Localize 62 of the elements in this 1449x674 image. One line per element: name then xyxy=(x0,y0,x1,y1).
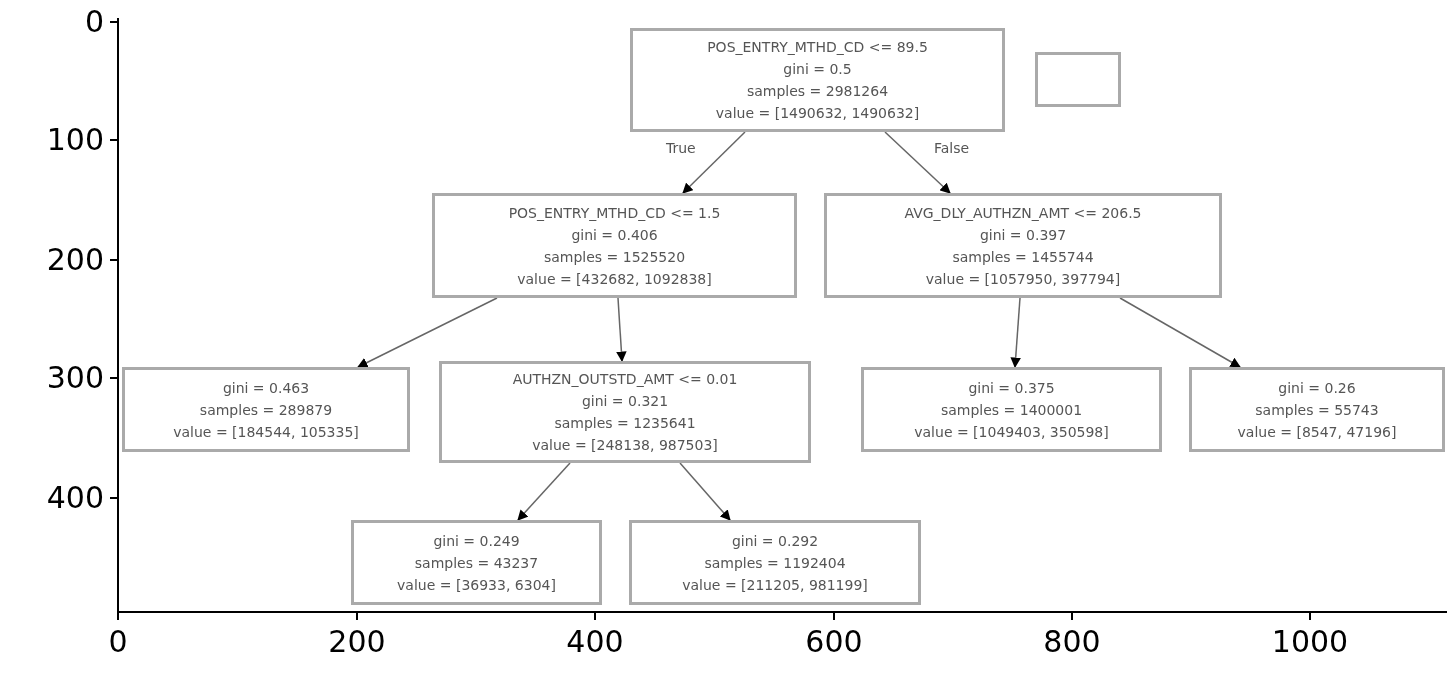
node-text: POS_ENTRY_MTHD_CD <= 89.5 xyxy=(707,38,928,57)
tree-node-box xyxy=(824,193,1222,298)
node-text: samples = 43237 xyxy=(414,553,539,573)
node-text: value = [36933, 6304] xyxy=(397,575,556,595)
node-text: samples = 2981264 xyxy=(746,82,889,101)
node-text: samples = 55743 xyxy=(1255,400,1379,420)
node-text: gini = 0.397 xyxy=(979,225,1067,245)
node-text: value = [1490632, 1490632] xyxy=(715,104,920,123)
empty-box xyxy=(1035,52,1121,107)
tree-node-box xyxy=(351,520,602,605)
arrow xyxy=(517,462,571,521)
axis-tick-label: 200 xyxy=(46,244,104,276)
axis-tick-label: 400 xyxy=(46,482,104,514)
node-text: AVG_DLY_AUTHZN_AMT <= 206.5 xyxy=(904,203,1142,223)
node-text: gini = 0.321 xyxy=(581,392,669,411)
axis-tick-label: 600 xyxy=(805,626,863,658)
axis-tick-label: 1000 xyxy=(1271,626,1349,658)
axis-tick-label: 400 xyxy=(566,626,624,658)
node-text: AUTHZN_OUTSTD_AMT <= 0.01 xyxy=(512,370,738,389)
tree-node-box xyxy=(432,193,797,298)
axis-tick-label: 300 xyxy=(46,362,104,394)
node-text: gini = 0.292 xyxy=(731,531,819,551)
edge-label: False xyxy=(932,140,972,156)
tree-node-box xyxy=(630,28,1005,132)
axis-tick-label: 800 xyxy=(1043,626,1101,658)
node-text: gini = 0.375 xyxy=(968,378,1055,398)
node-text: value = [1049403, 350598] xyxy=(914,422,1109,442)
arrow xyxy=(357,297,498,368)
node-text: samples = 1235641 xyxy=(554,414,696,433)
axis-tick-label: 100 xyxy=(46,124,104,156)
node-text: samples = 1455744 xyxy=(952,247,1094,267)
arrow xyxy=(1119,297,1241,368)
node-text: gini = 0.463 xyxy=(222,378,310,398)
node-text: gini = 0.5 xyxy=(783,60,852,79)
node-text: samples = 289879 xyxy=(199,400,333,420)
node-text: value = [248138, 987503] xyxy=(532,436,718,455)
axis-tick-label: 0 xyxy=(84,6,104,38)
node-text: samples = 1400001 xyxy=(940,400,1083,420)
arrow xyxy=(679,462,731,521)
tree-node-box xyxy=(439,361,811,463)
node-text: value = [8547, 47196] xyxy=(1237,422,1397,442)
tree-node-box xyxy=(1189,367,1445,452)
node-text: value = [184544, 105335] xyxy=(173,422,359,442)
node-text: gini = 0.406 xyxy=(571,225,658,245)
node-text: POS_ENTRY_MTHD_CD <= 1.5 xyxy=(508,203,721,223)
arrow xyxy=(884,131,951,194)
node-text: samples = 1525520 xyxy=(543,247,686,267)
tree-node-box xyxy=(629,520,921,605)
node-text: gini = 0.249 xyxy=(433,531,520,551)
tree-node-box xyxy=(861,367,1162,452)
axis-tick-label: 0 xyxy=(108,626,128,658)
axis-tick-label: 200 xyxy=(328,626,386,658)
node-text: value = [211205, 981199] xyxy=(682,575,868,595)
edge-label: True xyxy=(664,140,698,156)
node-text: value = [1057950, 397794] xyxy=(925,269,1121,289)
node-text: value = [432682, 1092838] xyxy=(517,269,712,289)
arrow xyxy=(616,297,627,363)
node-text: gini = 0.26 xyxy=(1278,378,1356,398)
arrow xyxy=(682,131,746,194)
node-text: samples = 1192404 xyxy=(704,553,846,573)
tree-node-box xyxy=(122,367,410,452)
arrow xyxy=(1010,297,1021,369)
